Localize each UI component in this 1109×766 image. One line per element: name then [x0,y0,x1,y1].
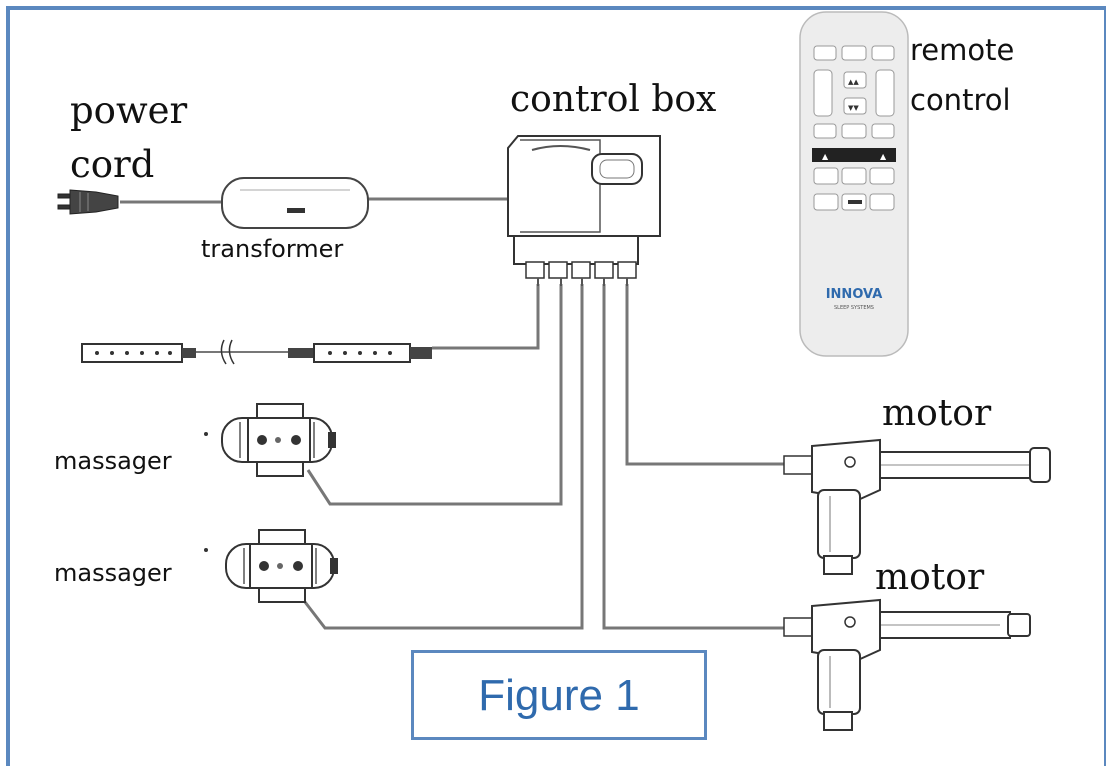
motor-1 [783,438,1051,575]
svg-text:▲: ▲ [822,152,829,161]
figure-caption-box: Figure 1 [411,650,707,740]
remote-tagline: SLEEP SYSTEMS [834,305,874,311]
cables [120,197,790,630]
figure-caption: Figure 1 [478,671,640,720]
label-massager-2: massager [54,559,172,587]
motor-2 [783,598,1031,731]
label-motor-1: motor [882,393,992,434]
light-strip [81,339,432,365]
svg-text:▼▼: ▼▼ [848,104,859,112]
cable-control-box-to-massager-1 [306,284,563,506]
control-box [507,135,661,286]
label-control-box: control box [510,79,717,120]
transformer [221,177,369,229]
label-motor-2: motor [875,557,985,598]
remote-logo: INNOVA [826,287,883,302]
label-control: control [910,83,1011,117]
power-plug [57,189,119,215]
label-cord: cord [70,143,155,186]
label-transformer: transformer [201,235,344,263]
label-remote: remote [910,33,1015,67]
cable-control-box-to-motor-1 [625,284,790,466]
figure-frame [6,6,1106,766]
cable-control-box-to-motor-2 [602,284,790,630]
massager-2 [204,529,338,603]
label-massager-1: massager [54,447,172,475]
cable-control-box-to-massager-2 [303,284,584,630]
remote-control: ▲ ▲ ▲▲ ▼▼ INNOVA SLEEP SYSTEMS [799,11,909,357]
massager-1 [204,403,336,477]
label-power: power [70,89,188,132]
svg-text:▲▲: ▲▲ [848,78,859,86]
svg-text:▲: ▲ [880,152,887,161]
cable-control-box-to-light-strip [432,284,540,350]
